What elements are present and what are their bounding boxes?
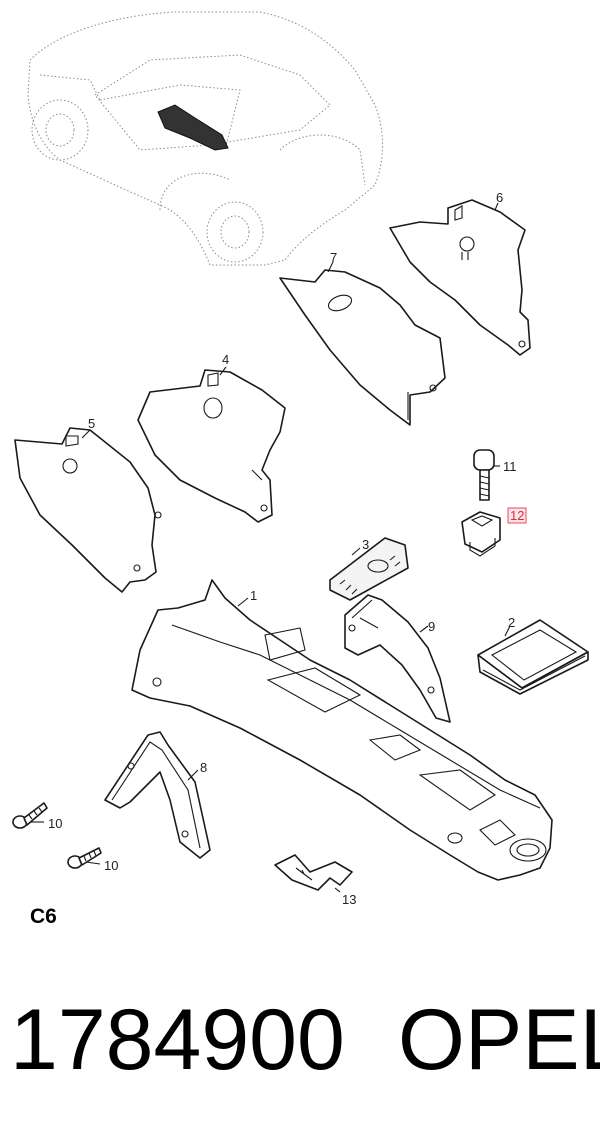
callout-3: 3 <box>362 537 369 552</box>
diagram-code: C6 <box>30 905 57 928</box>
part-6-side-trim-panel <box>389 199 531 356</box>
part-8-support-bracket <box>104 731 211 859</box>
callout-9: 9 <box>428 619 435 634</box>
part-13-mounting-bracket <box>274 854 353 891</box>
part-5-side-trim-panel <box>14 427 162 593</box>
car-outline-illustration <box>27 11 383 266</box>
callout-1: 1 <box>250 588 257 603</box>
callout-10a: 10 <box>48 816 62 831</box>
part-number: 1784900 <box>10 992 345 1088</box>
callout-2: 2 <box>508 615 515 630</box>
part-10-screw-a <box>12 802 48 829</box>
part-4-side-trim-panel <box>137 369 286 523</box>
callout-5: 5 <box>88 416 95 431</box>
part-10-screw-b <box>67 847 102 869</box>
callout-12: 12 <box>510 508 524 523</box>
brand-name: OPEL <box>398 992 600 1088</box>
callout-6: 6 <box>496 190 503 205</box>
part-2-storage-tray <box>477 619 589 695</box>
part-3-insert-mat <box>329 537 409 601</box>
part-11-bolt <box>473 449 495 501</box>
callout-4: 4 <box>222 352 229 367</box>
parts-diagram: 1 2 3 4 5 6 7 8 9 10 10 11 12 13 <box>12 11 589 907</box>
callout-labels: 1 2 3 4 5 6 7 8 9 10 10 11 12 13 <box>30 190 527 907</box>
part-12-clip <box>461 511 501 557</box>
part-1-center-console <box>131 579 553 881</box>
callout-10b: 10 <box>104 858 118 873</box>
callout-13: 13 <box>342 892 356 907</box>
callout-12-highlight <box>507 507 527 524</box>
callout-11: 11 <box>503 459 517 474</box>
part-7-side-trim-panel <box>279 269 446 426</box>
part-9-trim-bracket <box>344 594 451 723</box>
callout-8: 8 <box>200 760 207 775</box>
callout-7: 7 <box>330 250 337 265</box>
